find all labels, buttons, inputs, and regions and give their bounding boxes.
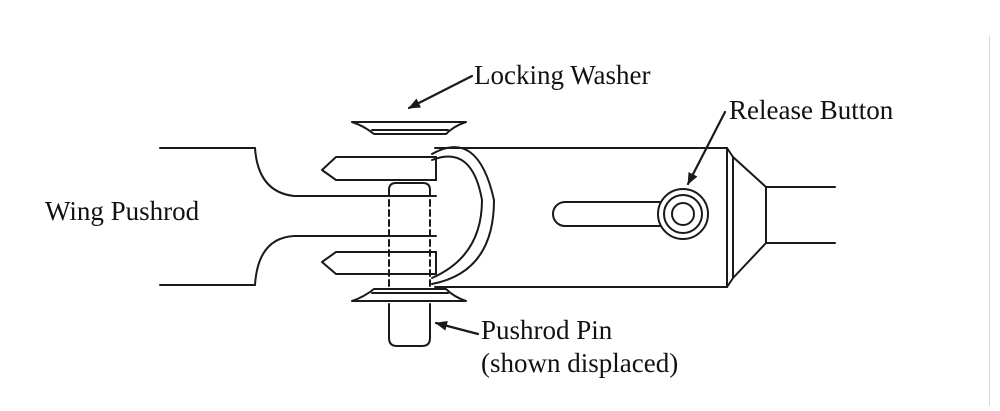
label-wing-pushrod: Wing Pushrod: [45, 196, 200, 226]
release-slot-shape: [552, 201, 668, 227]
clevis-fork-shape: [321, 156, 437, 275]
leader-release-button: [686, 110, 727, 186]
label-pushrod-pin: Pushrod Pin: [481, 315, 613, 345]
connector-body-shape: [431, 146, 836, 288]
release-button-shape: [657, 188, 709, 240]
wing-pushrod-shape: [159, 147, 437, 286]
panel-divider: [989, 36, 990, 406]
label-pushrod-pin-note: (shown displaced): [481, 348, 679, 378]
label-locking-washer: Locking Washer: [474, 60, 651, 90]
locking-washer-top-shape: [351, 121, 467, 135]
leader-pushrod-pin: [434, 320, 480, 336]
locking-washer-bottom-shape: [351, 288, 467, 302]
leader-arrows: [407, 74, 727, 336]
pushrod-pin-shape: [388, 182, 431, 347]
leader-locking-washer: [407, 74, 474, 110]
label-release-button: Release Button: [729, 95, 894, 125]
